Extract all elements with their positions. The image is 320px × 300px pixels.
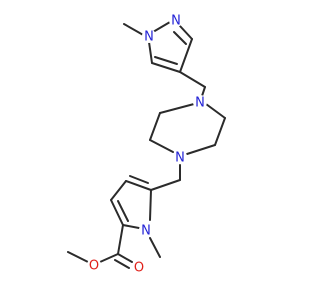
bond-ester-carbonyl-o-double <box>114 259 130 269</box>
bond-diazepane-5 <box>214 117 226 146</box>
bond-pyrazole-c4-c5 <box>151 62 181 73</box>
label-background <box>169 13 183 27</box>
atom-pyrazole-n2: N <box>169 13 183 29</box>
bond-pyrazole-n-methyl <box>123 23 146 37</box>
atom-diazepane-n-bottom: N <box>173 150 187 166</box>
atom-ester-o-carbonyl: O <box>132 260 146 276</box>
label-background <box>139 223 153 237</box>
atom-diazepane-n-top: N <box>193 95 207 111</box>
atom-labels: N N N N N O O <box>87 13 207 276</box>
label-background <box>142 29 156 43</box>
bond-diazepane-6 <box>205 103 226 119</box>
bond-pyrazole-c5-n1 <box>148 41 153 64</box>
label-pyrazole-n2: N <box>171 14 181 29</box>
bond-pyrrole-c3-c2-double <box>117 200 129 222</box>
atom-pyrazole-n1: N <box>142 29 156 45</box>
bond-pyrazole-c4-c5-double <box>154 56 178 65</box>
label-ester-o-ether: O <box>89 259 99 274</box>
label-pyrrole-n: N <box>141 224 151 239</box>
label-background <box>173 150 187 164</box>
molecule-drawing: N N N N N O O <box>67 13 226 276</box>
label-diazepane-n-bottom: N <box>175 151 185 166</box>
bond-diazepane-1 <box>159 103 195 114</box>
bond-ester-ether-o <box>99 253 119 263</box>
bonds <box>67 21 226 269</box>
label-diazepane-n-top: N <box>195 96 205 111</box>
label-background <box>87 258 101 272</box>
bond-linker-bottom-2 <box>150 179 181 191</box>
bond-pyrrole-c5-c4-double <box>129 175 149 184</box>
bond-diazepane-4 <box>186 144 216 155</box>
atom-ester-o-ether: O <box>87 258 101 274</box>
bond-pyrazole-n1-n2 <box>152 21 171 33</box>
bond-diazepane-3 <box>149 139 174 153</box>
bond-pyrrole-n-methyl <box>149 237 161 258</box>
bond-linker-top-2 <box>201 86 206 97</box>
bond-ester-c-carbonyl <box>117 224 124 255</box>
atom-pyrrole-n: N <box>139 223 153 239</box>
label-ester-o-carbonyl: O <box>134 261 144 276</box>
label-pyrazole-n1: N <box>144 30 154 45</box>
bond-pyrrole-c5-c4 <box>125 180 152 191</box>
bond-ester-carbonyl-o <box>117 253 133 263</box>
bond-pyrrole-c4-c3 <box>110 180 127 201</box>
bond-pyrrole-c2-n <box>122 224 140 229</box>
label-background <box>132 260 146 274</box>
bond-ester-methyl <box>67 251 89 263</box>
label-background <box>193 95 207 109</box>
bond-linker-top-1 <box>179 71 206 88</box>
bond-pyrazole-c3-c4 <box>179 38 193 73</box>
bond-pyrrole-n-c5 <box>149 189 152 221</box>
bond-pyrazole-n2-c3-double <box>173 31 187 45</box>
structure-svg: N N N N N O O <box>67 13 226 276</box>
bond-diazepane-2 <box>149 112 161 141</box>
bond-pyrazole-n2-c3 <box>179 25 193 40</box>
bond-pyrrole-c3-c2 <box>110 199 124 226</box>
